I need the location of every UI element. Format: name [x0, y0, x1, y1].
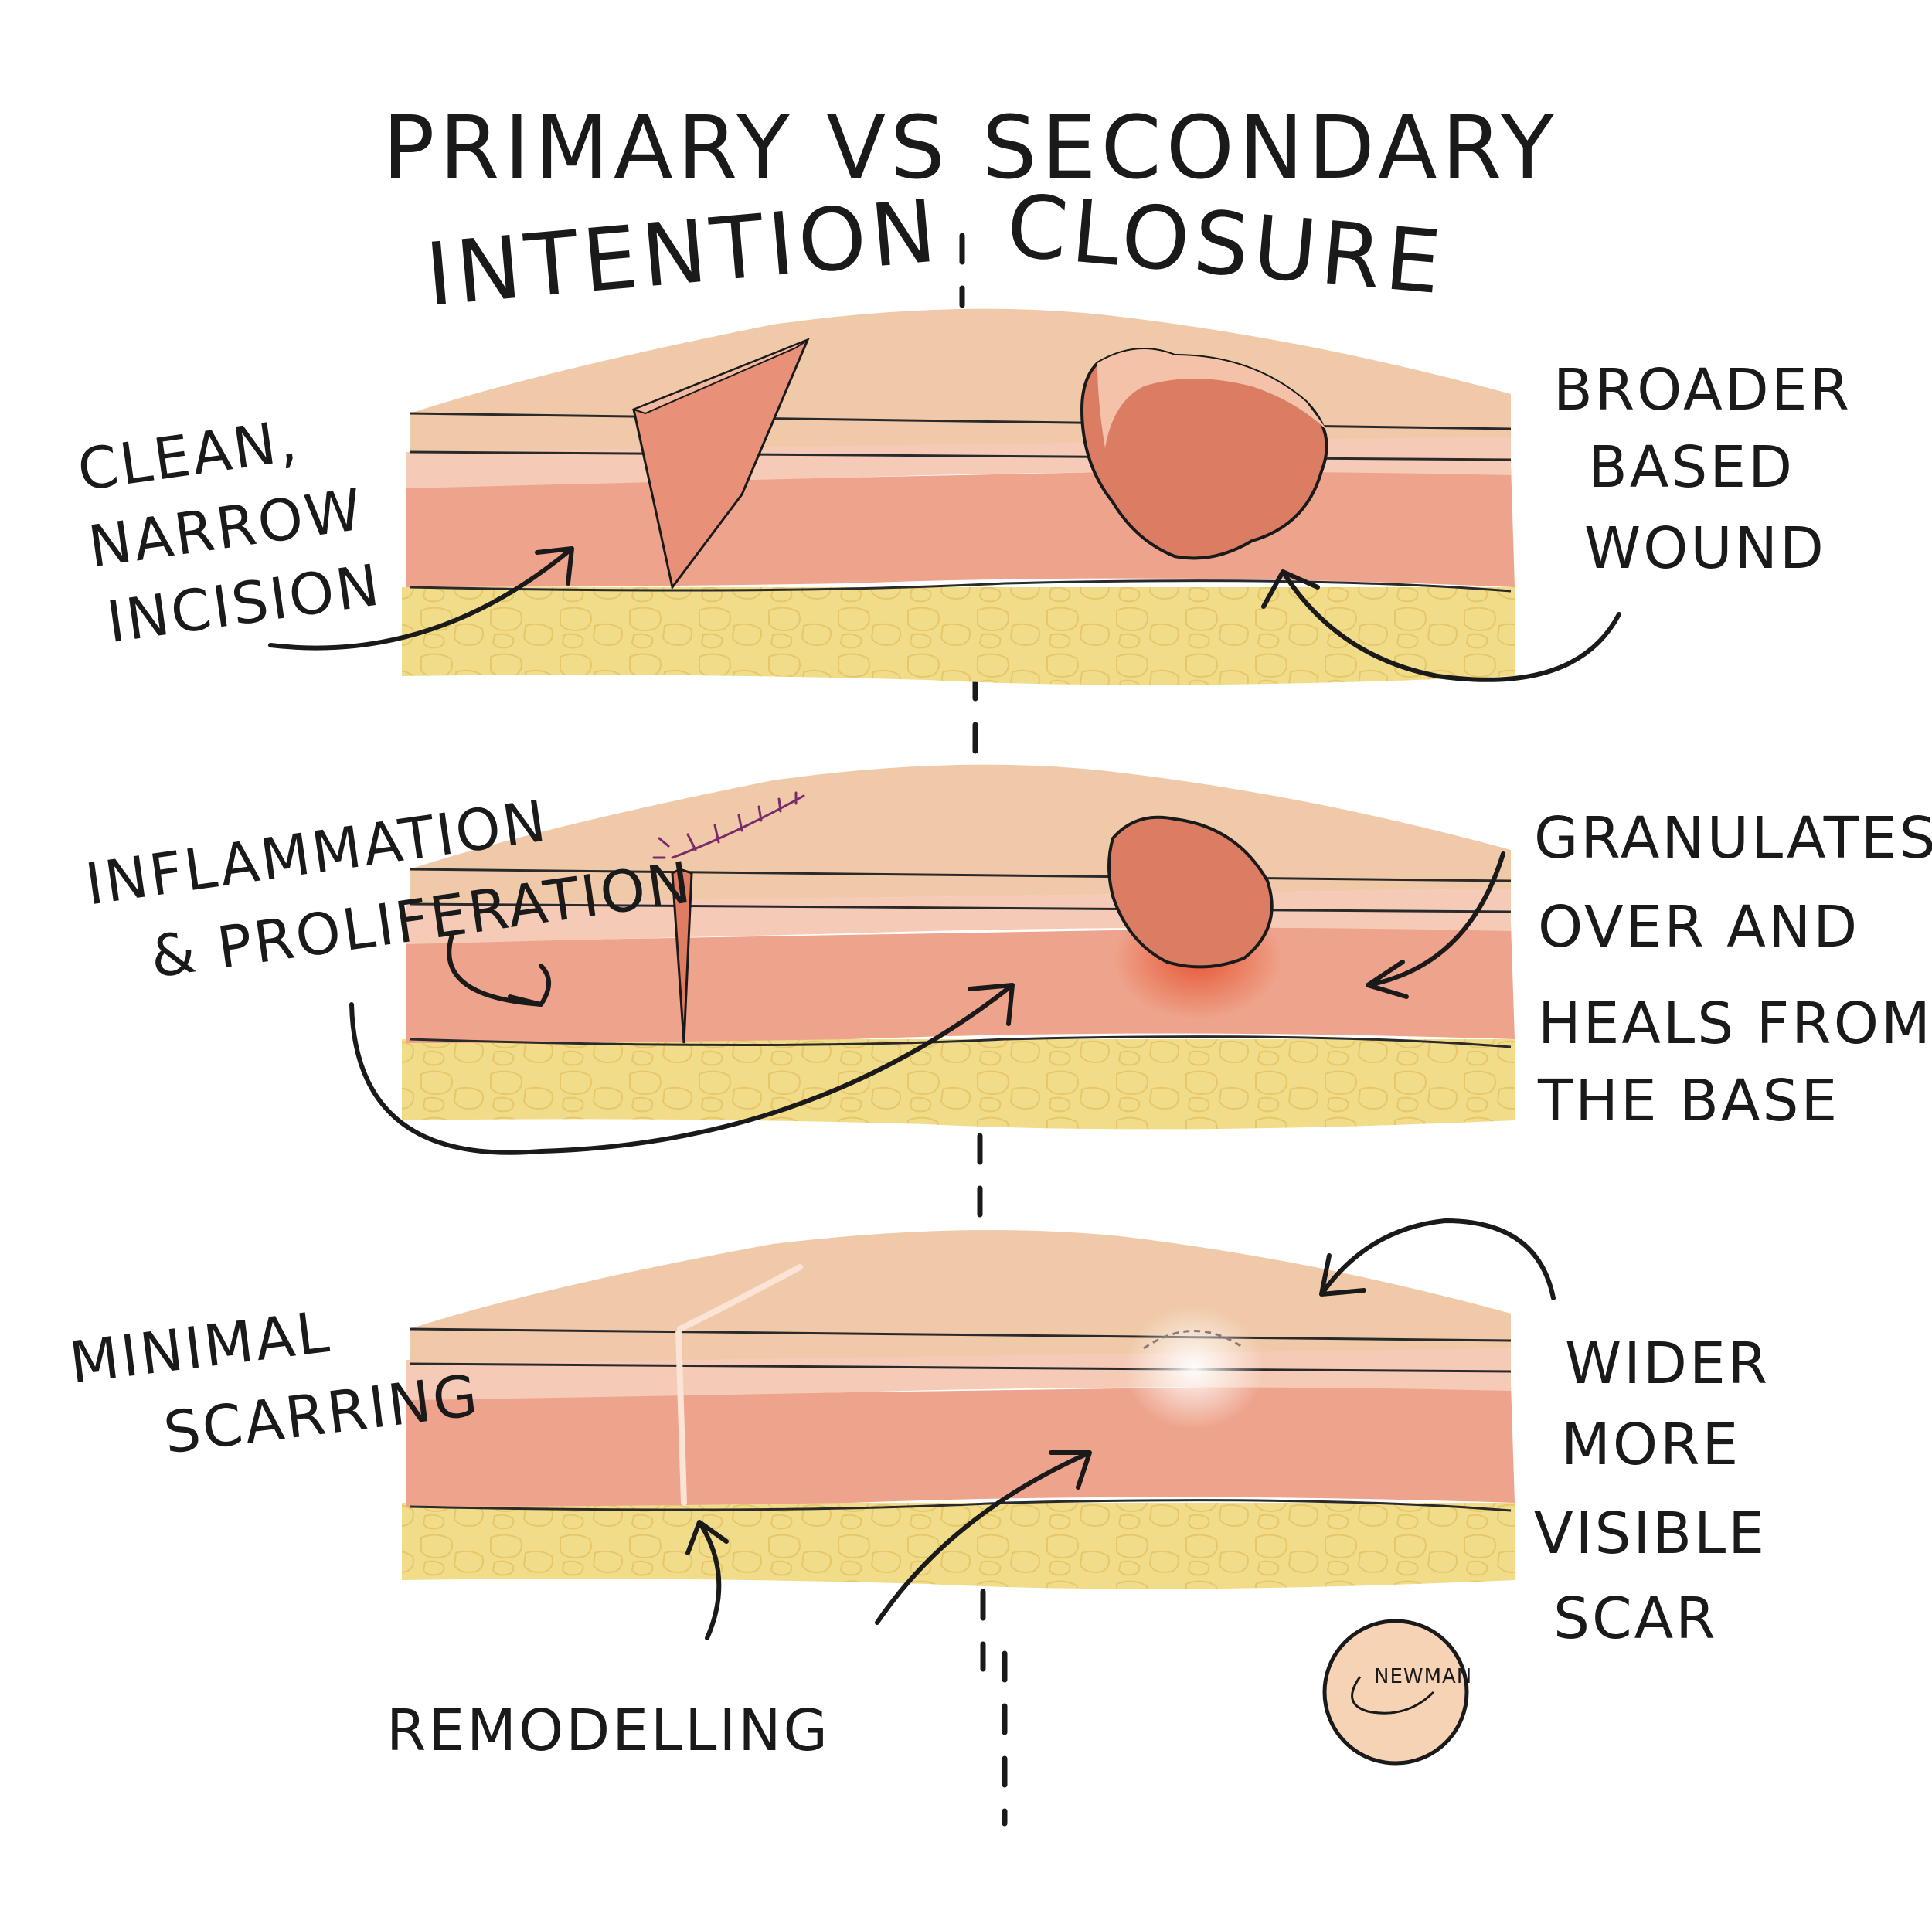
svg-text:WIDER: WIDER — [1565, 1331, 1770, 1397]
svg-text:BROADER: BROADER — [1553, 357, 1852, 423]
svg-text:MINIMAL: MINIMAL — [66, 1299, 334, 1397]
svg-text:HEALS FROM: HEALS FROM — [1538, 991, 1932, 1057]
center-divider — [959, 233, 1008, 1827]
arrow-wider — [1319, 1218, 1556, 1300]
svg-text:MORE: MORE — [1561, 1412, 1740, 1478]
arrow-granulates — [1366, 851, 1505, 999]
sutures — [652, 791, 805, 859]
arrow-remodelling-right — [875, 1450, 1092, 1625]
label-broader-based-wound: BROADER BASED WOUND — [1553, 357, 1852, 582]
label-granulates: GRANULATES OVER AND HEALS FROM THE BASE — [1534, 805, 1932, 1134]
skin-panel-3 — [402, 1230, 1515, 1589]
signature-stamp: NEWMAN — [1322, 1619, 1472, 1766]
svg-text:VISIBLE: VISIBLE — [1534, 1500, 1767, 1567]
fine-scar — [675, 1264, 803, 1506]
svg-text:WOUND: WOUND — [1584, 515, 1826, 582]
svg-text:GRANULATES: GRANULATES — [1534, 805, 1932, 872]
sutured-incision — [671, 868, 693, 1044]
label-clean-narrow-incision: CLEAN, NARROW INCISION — [73, 407, 385, 656]
arrow-inflammation-loop — [447, 933, 551, 1007]
svg-text:OVER AND: OVER AND — [1538, 894, 1859, 960]
skin-panel-1 — [402, 308, 1515, 685]
title-intention: INTENTION — [422, 181, 944, 326]
signature-text: NEWMAN — [1374, 1665, 1472, 1688]
svg-text:SCAR: SCAR — [1553, 1585, 1718, 1652]
title-line-1: PRIMARY VS SECONDARY — [383, 98, 1559, 199]
arrow-inflammation-long — [349, 983, 1015, 1155]
wide-scar — [1124, 1306, 1264, 1429]
label-remodelling: REMODELLING — [386, 1698, 830, 1764]
skin-panel-2 — [402, 764, 1515, 1130]
arrow-broader — [1261, 569, 1621, 682]
arrow-remodelling-left — [685, 1520, 729, 1640]
arrow-clean — [268, 546, 574, 651]
svg-text:THE BASE: THE BASE — [1537, 1068, 1839, 1134]
svg-text:BASED: BASED — [1588, 434, 1794, 501]
granulating-wound — [1107, 815, 1274, 969]
label-wider-more-visible-scar: WIDER MORE VISIBLE SCAR — [1534, 1331, 1770, 1652]
